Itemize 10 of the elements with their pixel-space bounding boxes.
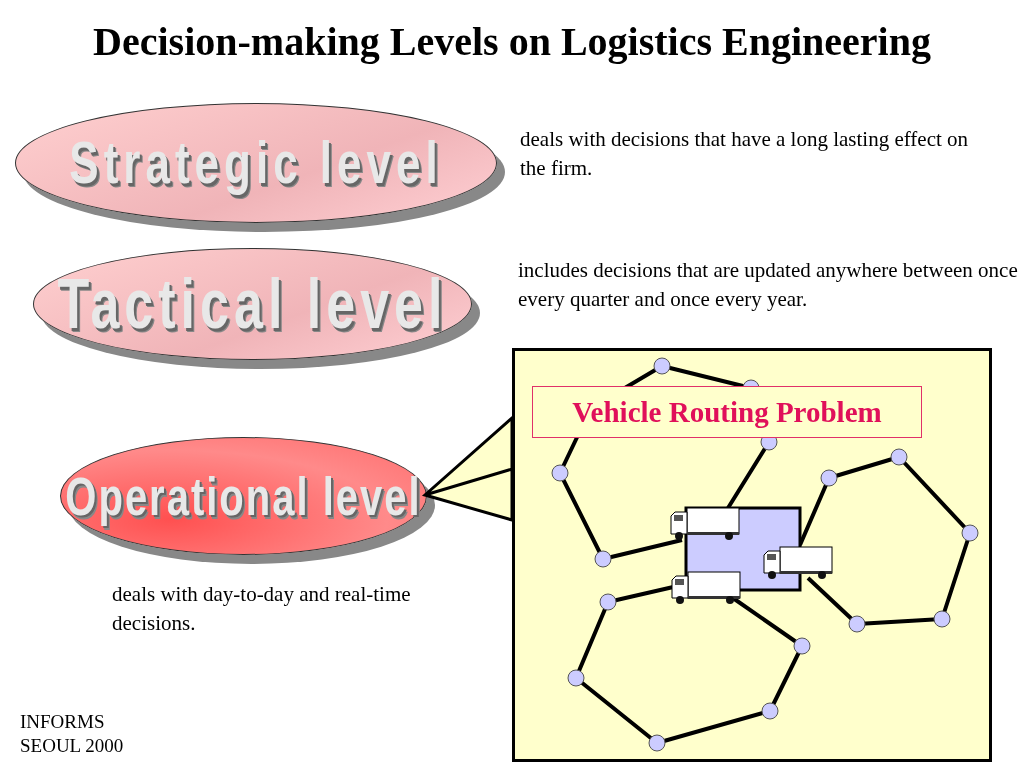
level-label: Strategic level <box>69 129 443 197</box>
title-box <box>532 386 922 438</box>
level-description: includes decisions that are updated anywhere between once every quarter and once every year. <box>518 257 1019 314</box>
level-label: Tactical level <box>57 263 448 345</box>
footer-note: INFORMS SEOUL 2000 <box>20 710 125 758</box>
title: Decision-making Levels on Logistics Engineering <box>92 18 932 65</box>
box-title: Vehicle Routing Problem <box>572 395 882 429</box>
level-description: deals with day-to-day and real-time decisions. <box>112 581 412 638</box>
level-description: deals with decisions that have a long lasting effect on the firm. <box>520 126 970 183</box>
level-label: Operational level <box>65 465 422 527</box>
